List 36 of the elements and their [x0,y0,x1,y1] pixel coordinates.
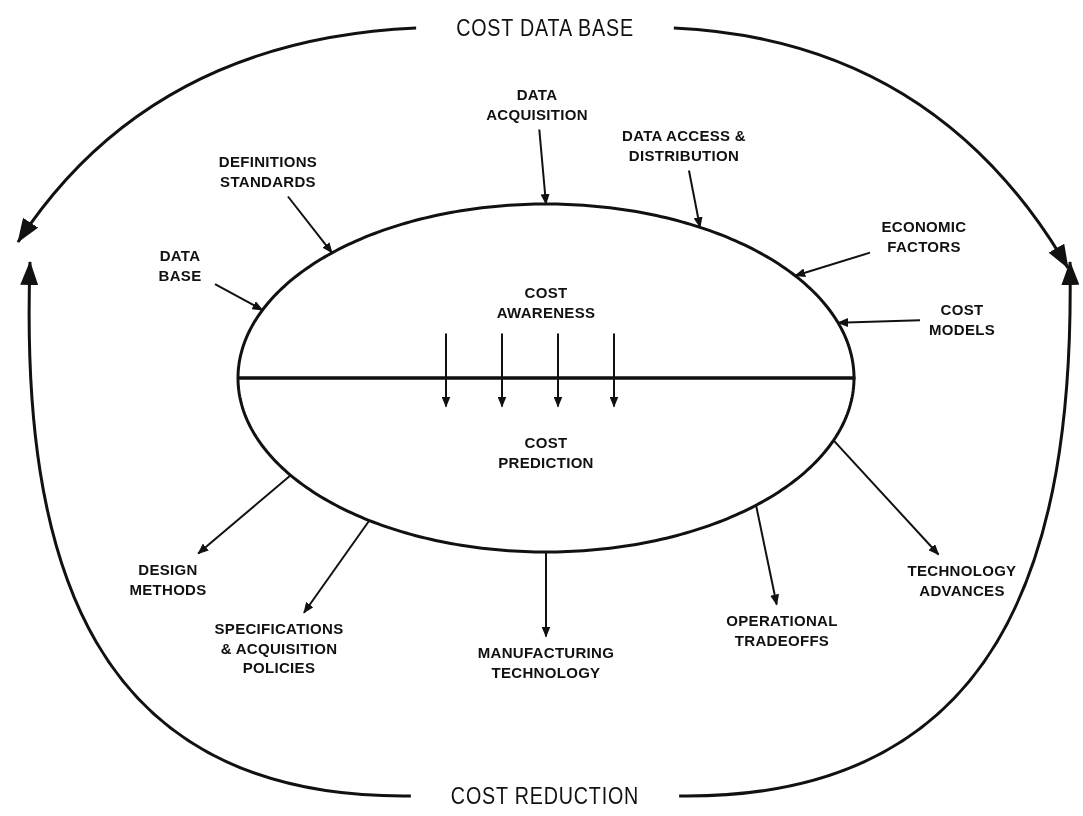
arrow [687,169,703,229]
heading-text: COST REDUCTION [450,780,640,812]
arrow [794,251,871,278]
text-label: SPECIFICATIONS & ACQUISITION POLICIES [211,618,347,678]
text-label: DATA ACQUISITION [477,84,597,124]
arrow [553,332,563,408]
arrow [286,195,334,254]
arrow [538,128,550,205]
curved-arrow [673,26,1070,269]
arrow [497,332,507,408]
arrow [609,332,619,408]
arrow [214,283,264,311]
ellipse-label: COST PREDICTION [497,432,595,472]
text-label: COST MODELS [926,299,998,339]
ellipse-lower-half [238,378,854,552]
arrow [837,318,921,327]
text-label: DATA ACCESS & DISTRIBUTION [618,125,750,165]
arrow [303,519,371,614]
text-label: TECHNOLOGY ADVANCES [903,560,1021,600]
text-label: ECONOMIC FACTORS [876,216,972,256]
arrow [755,504,780,606]
arrow [197,474,292,555]
curved-arrow [16,26,417,243]
heading-text: COST DATA BASE [456,12,634,44]
ellipse-label: COST AWARENESS [495,282,597,322]
arrow [832,439,940,556]
ellipse-upper-half [238,204,854,378]
text-label: DESIGN METHODS [122,559,214,599]
arrow [441,332,451,408]
text-label: DEFINITIONS STANDARDS [209,151,327,191]
curved-arrow [20,261,411,798]
text-label: OPERATIONAL TRADEOFFS [723,610,841,650]
arrow [541,551,551,638]
text-label: MANUFACTURING TECHNOLOGY [477,642,615,682]
curved-arrow [679,261,1079,798]
text-label: DATA BASE [151,245,209,285]
